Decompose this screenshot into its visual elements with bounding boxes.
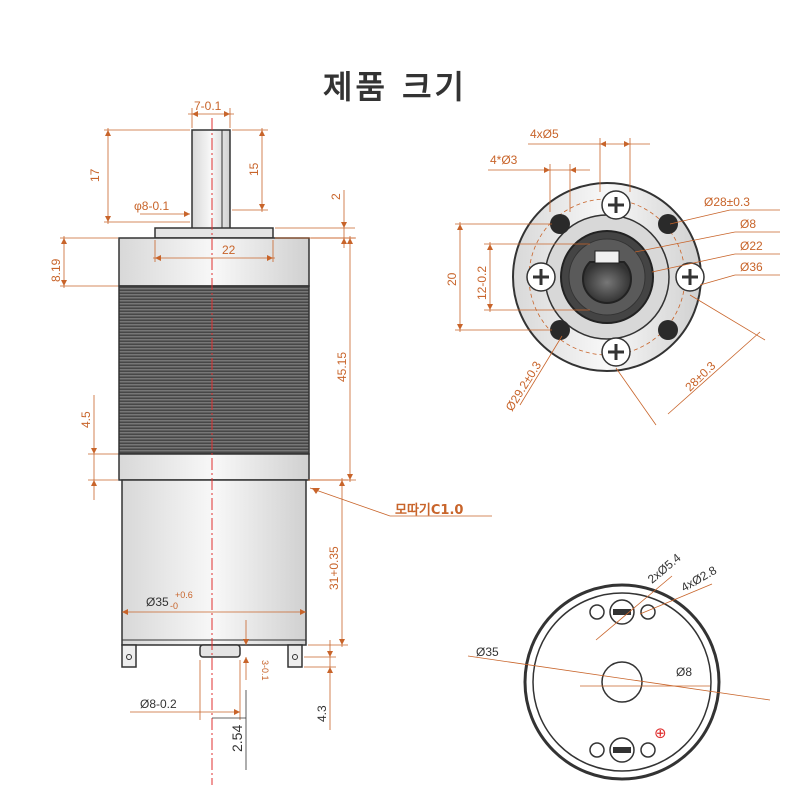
dim-gearbox-length: 45.15: [335, 352, 349, 382]
front-view: 4xØ5 4*Ø3 Ø28±0.3 Ø8 Ø22 Ø36 20 12-0.2 Ø…: [445, 127, 780, 426]
rear-hub: [601, 661, 643, 703]
shaft-d-cut: [582, 261, 632, 304]
dim-chamfer: 모따기C1.0: [395, 503, 463, 518]
hole-tr: [658, 214, 678, 234]
dim-d22: Ø22: [740, 239, 763, 253]
gearbox-band: [118, 453, 310, 481]
dim-boss-dia: 22: [222, 243, 236, 257]
terminal-left: [121, 644, 137, 668]
rear-boss: [199, 644, 241, 658]
dim-shaft-length: 17: [88, 168, 102, 182]
dim-holes-a: 2xØ5.4: [645, 550, 684, 586]
dim-gearbox-top: 8.19: [49, 258, 63, 282]
dim-shaft-width: 7-0.1: [194, 99, 222, 113]
dim-dist-28: 28±0.3: [682, 358, 718, 394]
dim-motor-length: 31+0.35: [327, 546, 341, 590]
dim-terminal-height: 4.3: [315, 705, 329, 722]
hole-br: [658, 320, 678, 340]
motor-body: [121, 479, 307, 646]
dim-rear-boss-dia: Ø8-0.2: [140, 697, 177, 711]
dim-band: 4.5: [79, 411, 93, 428]
plus-icon: ⊕: [654, 724, 667, 742]
dim-h12: 12-0.2: [475, 266, 489, 300]
hole-tl: [550, 214, 570, 234]
terminal-right: [287, 644, 303, 668]
dim-h20: 20: [445, 272, 459, 286]
screw-top: [601, 190, 631, 220]
dim-d8: Ø8: [740, 217, 756, 231]
terminal-top: [609, 599, 635, 625]
dim-shaft-flat: 15: [247, 162, 261, 176]
dim-motor-dia-sub: -0: [170, 601, 178, 611]
screw-right: [675, 262, 705, 292]
output-shaft: [191, 129, 231, 233]
terminal-bottom: [609, 737, 635, 763]
dim-d36: Ø36: [740, 260, 763, 274]
dim-terminal-gap: 3-0.1: [260, 660, 270, 681]
dim-terminal-offset: 2.54: [229, 725, 245, 752]
gearbox-cap: [118, 237, 310, 287]
side-view: 7-0.1 17 15 φ8-0.1 2 8.19 22 45.15 4.5 모…: [49, 99, 492, 785]
dim-pcd-28: Ø28±0.3: [704, 195, 750, 209]
dim-pcd-29: Ø29.2±0.3: [503, 358, 545, 413]
dim-boss-height: 2: [329, 193, 343, 200]
dim-shaft-dia: φ8-0.1: [134, 199, 169, 213]
dim-back-d35: Ø35: [476, 645, 499, 659]
dim-outer-holes: 4xØ5: [530, 127, 559, 141]
dim-inner-holes: 4*Ø3: [490, 153, 518, 167]
page-title: 제품 크기: [323, 68, 467, 106]
screw-left: [526, 262, 556, 292]
gearbox-body: [118, 285, 310, 455]
screw-bottom: [601, 337, 631, 367]
hole-bl: [550, 320, 570, 340]
back-view: 2xØ5.4 4xØ2.8 Ø35 Ø8 ⊕: [467, 550, 771, 781]
dim-motor-dia: Ø35: [146, 595, 169, 609]
dim-motor-dia-sup: +0.6: [175, 590, 193, 600]
front-boss: [154, 227, 274, 239]
dim-back-d8: Ø8: [676, 665, 692, 679]
